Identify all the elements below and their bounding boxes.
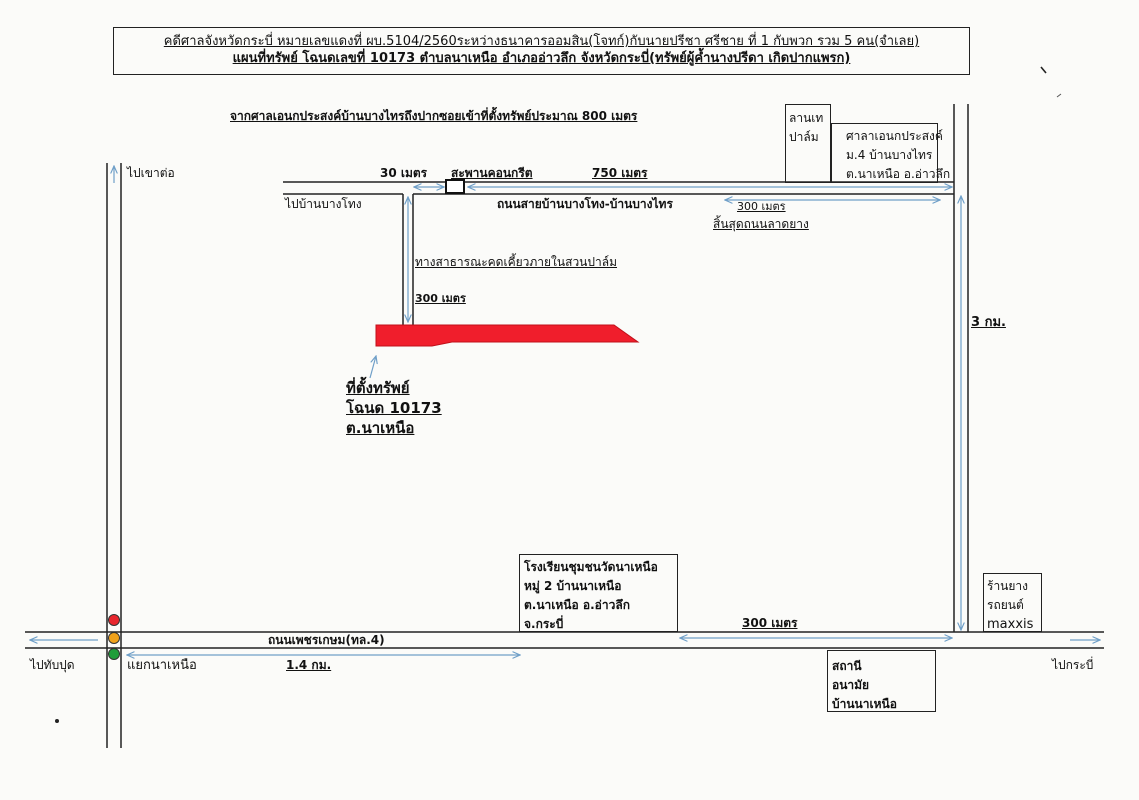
palm-yard-line-1: ลานเท (789, 111, 824, 125)
tire-shop-line-1: ร้านยาง (987, 579, 1029, 593)
health-station-box: สถานี อนามัย บ้านนาเหนือ (827, 650, 936, 712)
label-3km: 3 กม. (971, 315, 1006, 330)
label-end-of-paved-road: สิ้นสุดถนนลาดยาง (713, 217, 809, 231)
label-750m: 750 เมตร (592, 166, 648, 180)
property-label-deed: โฉนด 10173 (346, 399, 442, 417)
map-header: คดีศาลจังหวัดกระบี่ หมายเลขแดงที่ ผบ.510… (113, 27, 970, 75)
scan-speck-3 (55, 719, 59, 723)
red-light (108, 614, 120, 626)
label-to-krabi: ไปกระบี่ (1052, 658, 1094, 672)
school-line-2: หมู่ 2 บ้านนาเหนือ (524, 579, 622, 593)
label-highway: ถนนเพชรเกษม(ทล.4) (268, 633, 385, 647)
school-box: โรงเรียนชุมชนวัดนาเหนือ หมู่ 2 บ้านนาเหน… (519, 554, 678, 632)
health-station-line-3: บ้านนาเหนือ (832, 697, 897, 711)
bridge-icon (445, 179, 465, 194)
health-station-line-1: สถานี (832, 659, 862, 673)
palm-yard-line-2: ปาล์ม (789, 130, 819, 144)
school-line-3: ต.นาเหนือ อ.อ่าวลึก (524, 598, 630, 612)
label-to-khao-to: ไปเขาต่อ (127, 166, 175, 180)
label-path-300m: 300 เมตร (415, 292, 466, 305)
hall-line-2: ม.4 บ้านบางไทร (846, 148, 933, 162)
label-1-4km: 1.4 กม. (286, 658, 332, 672)
label-30m: 30 เมตร (380, 166, 428, 180)
scan-speck-1 (1040, 66, 1047, 74)
palm-yard-box: ลานเท ปาล์ม (785, 104, 831, 183)
label-to-thap-put: ไปทับปุด (30, 658, 75, 672)
scan-speck-2 (1056, 93, 1062, 98)
school-line-1: โรงเรียนชุมชนวัดนาเหนือ (524, 560, 658, 574)
yellow-light (108, 632, 120, 644)
label-concrete-bridge: สะพานคอนกรีต (451, 166, 533, 180)
label-300m-bottom: 300 เมตร (742, 616, 798, 630)
property-label-title: ที่ตั้งทรัพย์ (346, 379, 410, 397)
green-light (108, 648, 120, 660)
property-label-subdistrict: ต.นาเหนือ (346, 419, 415, 437)
tire-shop-box: ร้านยาง รถยนต์ maxxis (983, 573, 1042, 632)
multipurpose-hall-box: ศาลาเอนกประสงค์ ม.4 บ้านบางไทร ต.นาเหนือ… (831, 123, 951, 183)
school-line-4: จ.กระบี่ (524, 617, 564, 631)
health-station-line-2: อนามัย (832, 678, 870, 692)
map-title: แผนที่ทรัพย์ โฉนดเลขที่ 10173 ตำบลนาเหนื… (232, 51, 851, 66)
label-300m-right: 300 เมตร (737, 200, 786, 213)
label-to-ban-bang-thong: ไปบ้านบางโทง (285, 197, 362, 211)
distance-subtitle: จากศาลเอนกประสงค์บ้านบางไทรถึงปากซอยเข้า… (230, 109, 638, 123)
label-public-path: ทางสาธารณะคดเคี้ยวภายในสวนปาล์ม (415, 255, 618, 269)
case-title: คดีศาลจังหวัดกระบี่ หมายเลขแดงที่ ผบ.510… (163, 34, 920, 49)
arrow-property-pointer (369, 356, 376, 379)
property-parcel (375, 324, 640, 347)
label-main-road: ถนนสายบ้านบางโทง-บ้านบางไทร (497, 197, 673, 211)
hall-line-1: ศาลาเอนกประสงค์ (846, 129, 943, 143)
label-na-nuea-junction: แยกนาเหนือ (127, 658, 197, 673)
hall-line-3: ต.นาเหนือ อ.อ่าวลึก (846, 167, 951, 181)
tire-shop-line-2: รถยนต์ (987, 598, 1024, 612)
tire-shop-line-3: maxxis (987, 617, 1034, 632)
